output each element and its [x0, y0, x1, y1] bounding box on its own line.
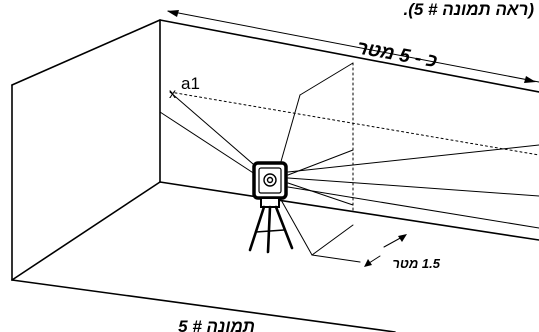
top-dimension-line — [167, 10, 539, 83]
side-dimension-arrow-lower — [364, 259, 372, 267]
laser-plane-top-ray — [299, 62, 354, 96]
tripod-leg-center — [266, 205, 272, 254]
top-dimension-arrow-left — [167, 10, 179, 17]
ray-to-a1 — [169, 91, 261, 171]
laser-horizontal-line — [169, 91, 539, 156]
laser-plane-floor-front — [311, 254, 361, 263]
side-dimension-arrow — [398, 234, 407, 242]
back-wall-top-edge — [159, 19, 539, 93]
top-dimension: כ - 5 מטר — [167, 10, 539, 83]
laser-device — [252, 161, 288, 200]
device-lens-inner — [266, 176, 274, 184]
figure-caption: תמונה # 5 — [178, 317, 255, 332]
tripod-leg-right — [274, 205, 294, 250]
point-a1-marker: x — [169, 85, 176, 101]
ray-up-right — [279, 94, 301, 166]
room-outline — [11, 19, 539, 332]
ray-right-long — [287, 177, 539, 197]
side-dimension-label: 1.5 מטר — [392, 256, 440, 271]
ray-down — [279, 197, 313, 256]
floor-front-edge — [11, 279, 396, 332]
floor-left-edge — [11, 181, 161, 281]
point-a1: x a1 — [169, 74, 200, 101]
device-lens-outer — [263, 173, 277, 187]
ray-left-lower — [159, 111, 259, 177]
laser-plane — [299, 62, 361, 263]
ray-to-corner — [287, 186, 539, 229]
back-wall-bottom-edge — [159, 181, 539, 241]
laser-rays — [159, 91, 539, 256]
tripod-leg-left — [248, 205, 266, 252]
tripod-brace — [255, 229, 285, 233]
side-dimension: 1.5 מטר — [364, 234, 441, 271]
tripod — [248, 197, 294, 254]
laser-plane-floor-edge — [311, 224, 354, 256]
device-inner-frame — [258, 167, 282, 194]
top-dimension-arrow-right — [524, 76, 536, 83]
point-a1-label: a1 — [181, 74, 200, 93]
top-dimension-label: כ - 5 מטר — [355, 38, 438, 73]
tripod-head — [260, 197, 280, 208]
ray-right-low — [287, 182, 354, 206]
left-wall-top-edge — [11, 19, 161, 86]
laser-horizontal-dotted — [169, 91, 539, 156]
ray-right-upper — [287, 144, 539, 173]
header-fragment: (ראה תמונה # 5). — [403, 0, 534, 19]
